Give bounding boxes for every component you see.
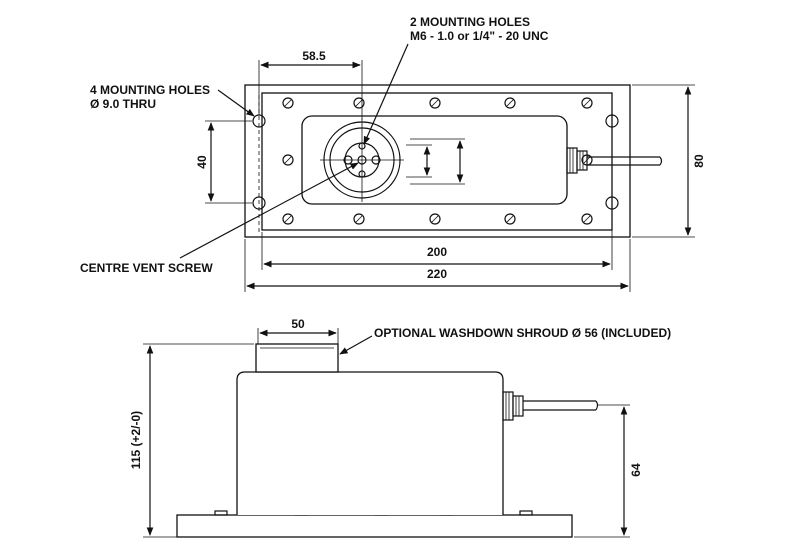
screw-head <box>353 97 365 109</box>
screw-slot <box>284 156 292 164</box>
screw-head <box>429 213 441 225</box>
dimension-115: 115 (+2/-0) <box>129 343 254 538</box>
dimension-220: 220 <box>244 239 631 292</box>
inner-dimension-arrows <box>406 138 465 185</box>
dimension-40: 40 <box>195 120 252 204</box>
screw-head <box>581 97 593 109</box>
label-4-mounting-holes: 4 MOUNTING HOLES <box>90 83 210 97</box>
label-m6-thread: M6 - 1.0 or 1/4" - 20 UNC <box>410 29 549 43</box>
side-view: 50 115 (+2/-0) 64 OPTIONAL WASHDOWN SHRO… <box>129 317 671 538</box>
dimension-58-5: 58.5 <box>258 49 363 120</box>
dimension-200: 200 <box>261 232 613 270</box>
screw-slot <box>583 215 591 223</box>
dimension-80: 80 <box>632 84 706 238</box>
screw-head <box>282 97 294 109</box>
load-cell-body-side <box>236 371 504 515</box>
screw-head <box>429 97 441 109</box>
callout-shroud: OPTIONAL WASHDOWN SHROUD Ø 56 (INCLUDED) <box>339 326 671 355</box>
dimension-50: 50 <box>257 317 339 344</box>
screw-slot <box>355 99 363 107</box>
cable-gland-top <box>566 147 663 174</box>
screw-head <box>353 213 365 225</box>
dim-label-40: 40 <box>195 155 209 169</box>
callout-centre-vent: CENTRE VENT SCREW <box>80 162 359 275</box>
screw-head <box>504 97 516 109</box>
label-washdown-shroud: OPTIONAL WASHDOWN SHROUD Ø 56 (INCLUDED) <box>374 326 671 340</box>
screw-slot <box>506 215 514 223</box>
label-9-thru: Ø 9.0 THRU <box>90 97 156 111</box>
screw-slot <box>431 215 439 223</box>
dim-label-58-5: 58.5 <box>302 49 326 63</box>
base-plate-side <box>176 514 573 538</box>
dim-label-50: 50 <box>291 317 305 331</box>
screw-slot <box>284 215 292 223</box>
screw-head <box>504 213 516 225</box>
screw-slot <box>284 99 292 107</box>
label-2-mounting-holes: 2 MOUNTING HOLES <box>410 15 530 29</box>
screw-slot <box>506 99 514 107</box>
dimension-64: 64 <box>574 404 643 538</box>
screw-slot <box>431 99 439 107</box>
dim-label-64: 64 <box>629 463 643 477</box>
label-centre-vent-screw: CENTRE VENT SCREW <box>80 261 213 275</box>
dim-label-115: 115 (+2/-0) <box>129 411 143 469</box>
base-screw-head <box>519 510 533 516</box>
dim-label-220: 220 <box>427 267 447 281</box>
callout-2-mounting-holes: 2 MOUNTING HOLES M6 - 1.0 or 1/4" - 20 U… <box>363 15 549 145</box>
screw-slot <box>355 215 363 223</box>
screw-head <box>282 213 294 225</box>
callout-4-mounting-holes: 4 MOUNTING HOLES Ø 9.0 THRU <box>90 83 255 117</box>
centre-boss <box>320 118 404 202</box>
screw-slot <box>583 99 591 107</box>
screw-head <box>282 154 294 166</box>
screw-head <box>581 213 593 225</box>
base-screw-head <box>214 510 228 516</box>
dim-label-200: 200 <box>427 245 447 259</box>
cable-gland-side <box>502 391 599 421</box>
top-view: 58.5 40 80 200 220 <box>80 15 706 292</box>
washdown-shroud <box>255 343 339 373</box>
dim-label-80: 80 <box>692 154 706 168</box>
